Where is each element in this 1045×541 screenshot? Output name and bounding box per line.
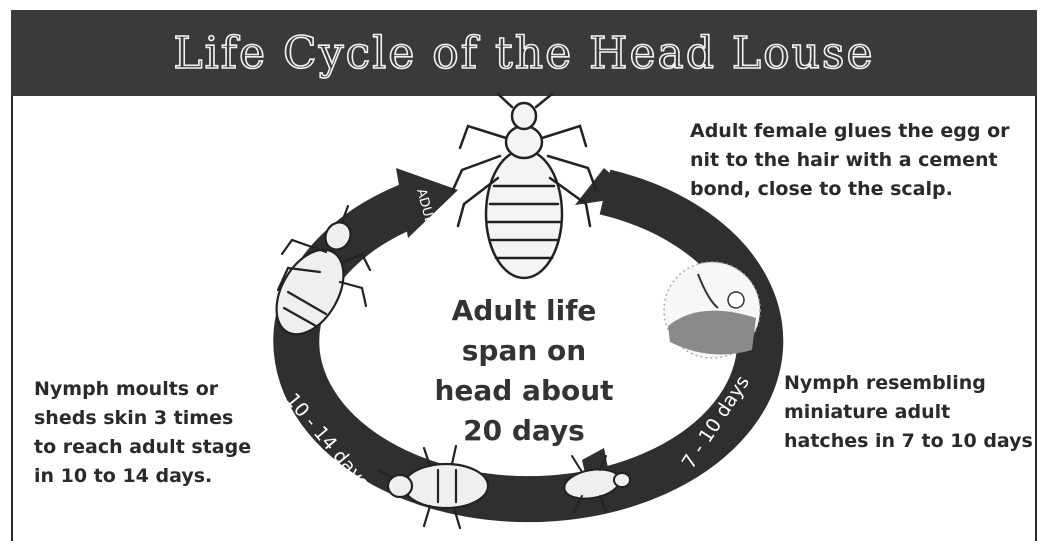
nymph-moult-note: Nymph moults or sheds skin 3 times to re… xyxy=(34,375,251,491)
note-line: Adult female glues the egg or xyxy=(690,117,1010,146)
note-line: hatches in 7 to 10 days xyxy=(784,427,1033,456)
egg-nit-icon xyxy=(664,262,760,358)
center-text-line: head about xyxy=(434,374,613,407)
note-line: in 10 to 14 days. xyxy=(34,462,251,491)
adult-louse-icon xyxy=(452,94,596,278)
center-text: Adult life span on head about 20 days xyxy=(434,294,613,447)
note-line: to reach adult stage xyxy=(34,433,251,462)
nymph-hatch-note: Nymph resembling miniature adult hatches… xyxy=(784,369,1033,456)
center-text-line: Adult life xyxy=(452,294,597,327)
note-line: bond, close to the scalp. xyxy=(690,175,1010,204)
note-line: Nymph resembling xyxy=(784,369,1033,398)
note-line: nit to the hair with a cement xyxy=(690,146,1010,175)
note-line: sheds skin 3 times xyxy=(34,404,251,433)
center-text-line: span on xyxy=(462,334,586,367)
note-line: miniature adult xyxy=(784,398,1033,427)
center-text-line: 20 days xyxy=(463,414,585,447)
adult-female-note: Adult female glues the egg or nit to the… xyxy=(690,117,1010,204)
note-line: Nymph moults or xyxy=(34,375,251,404)
